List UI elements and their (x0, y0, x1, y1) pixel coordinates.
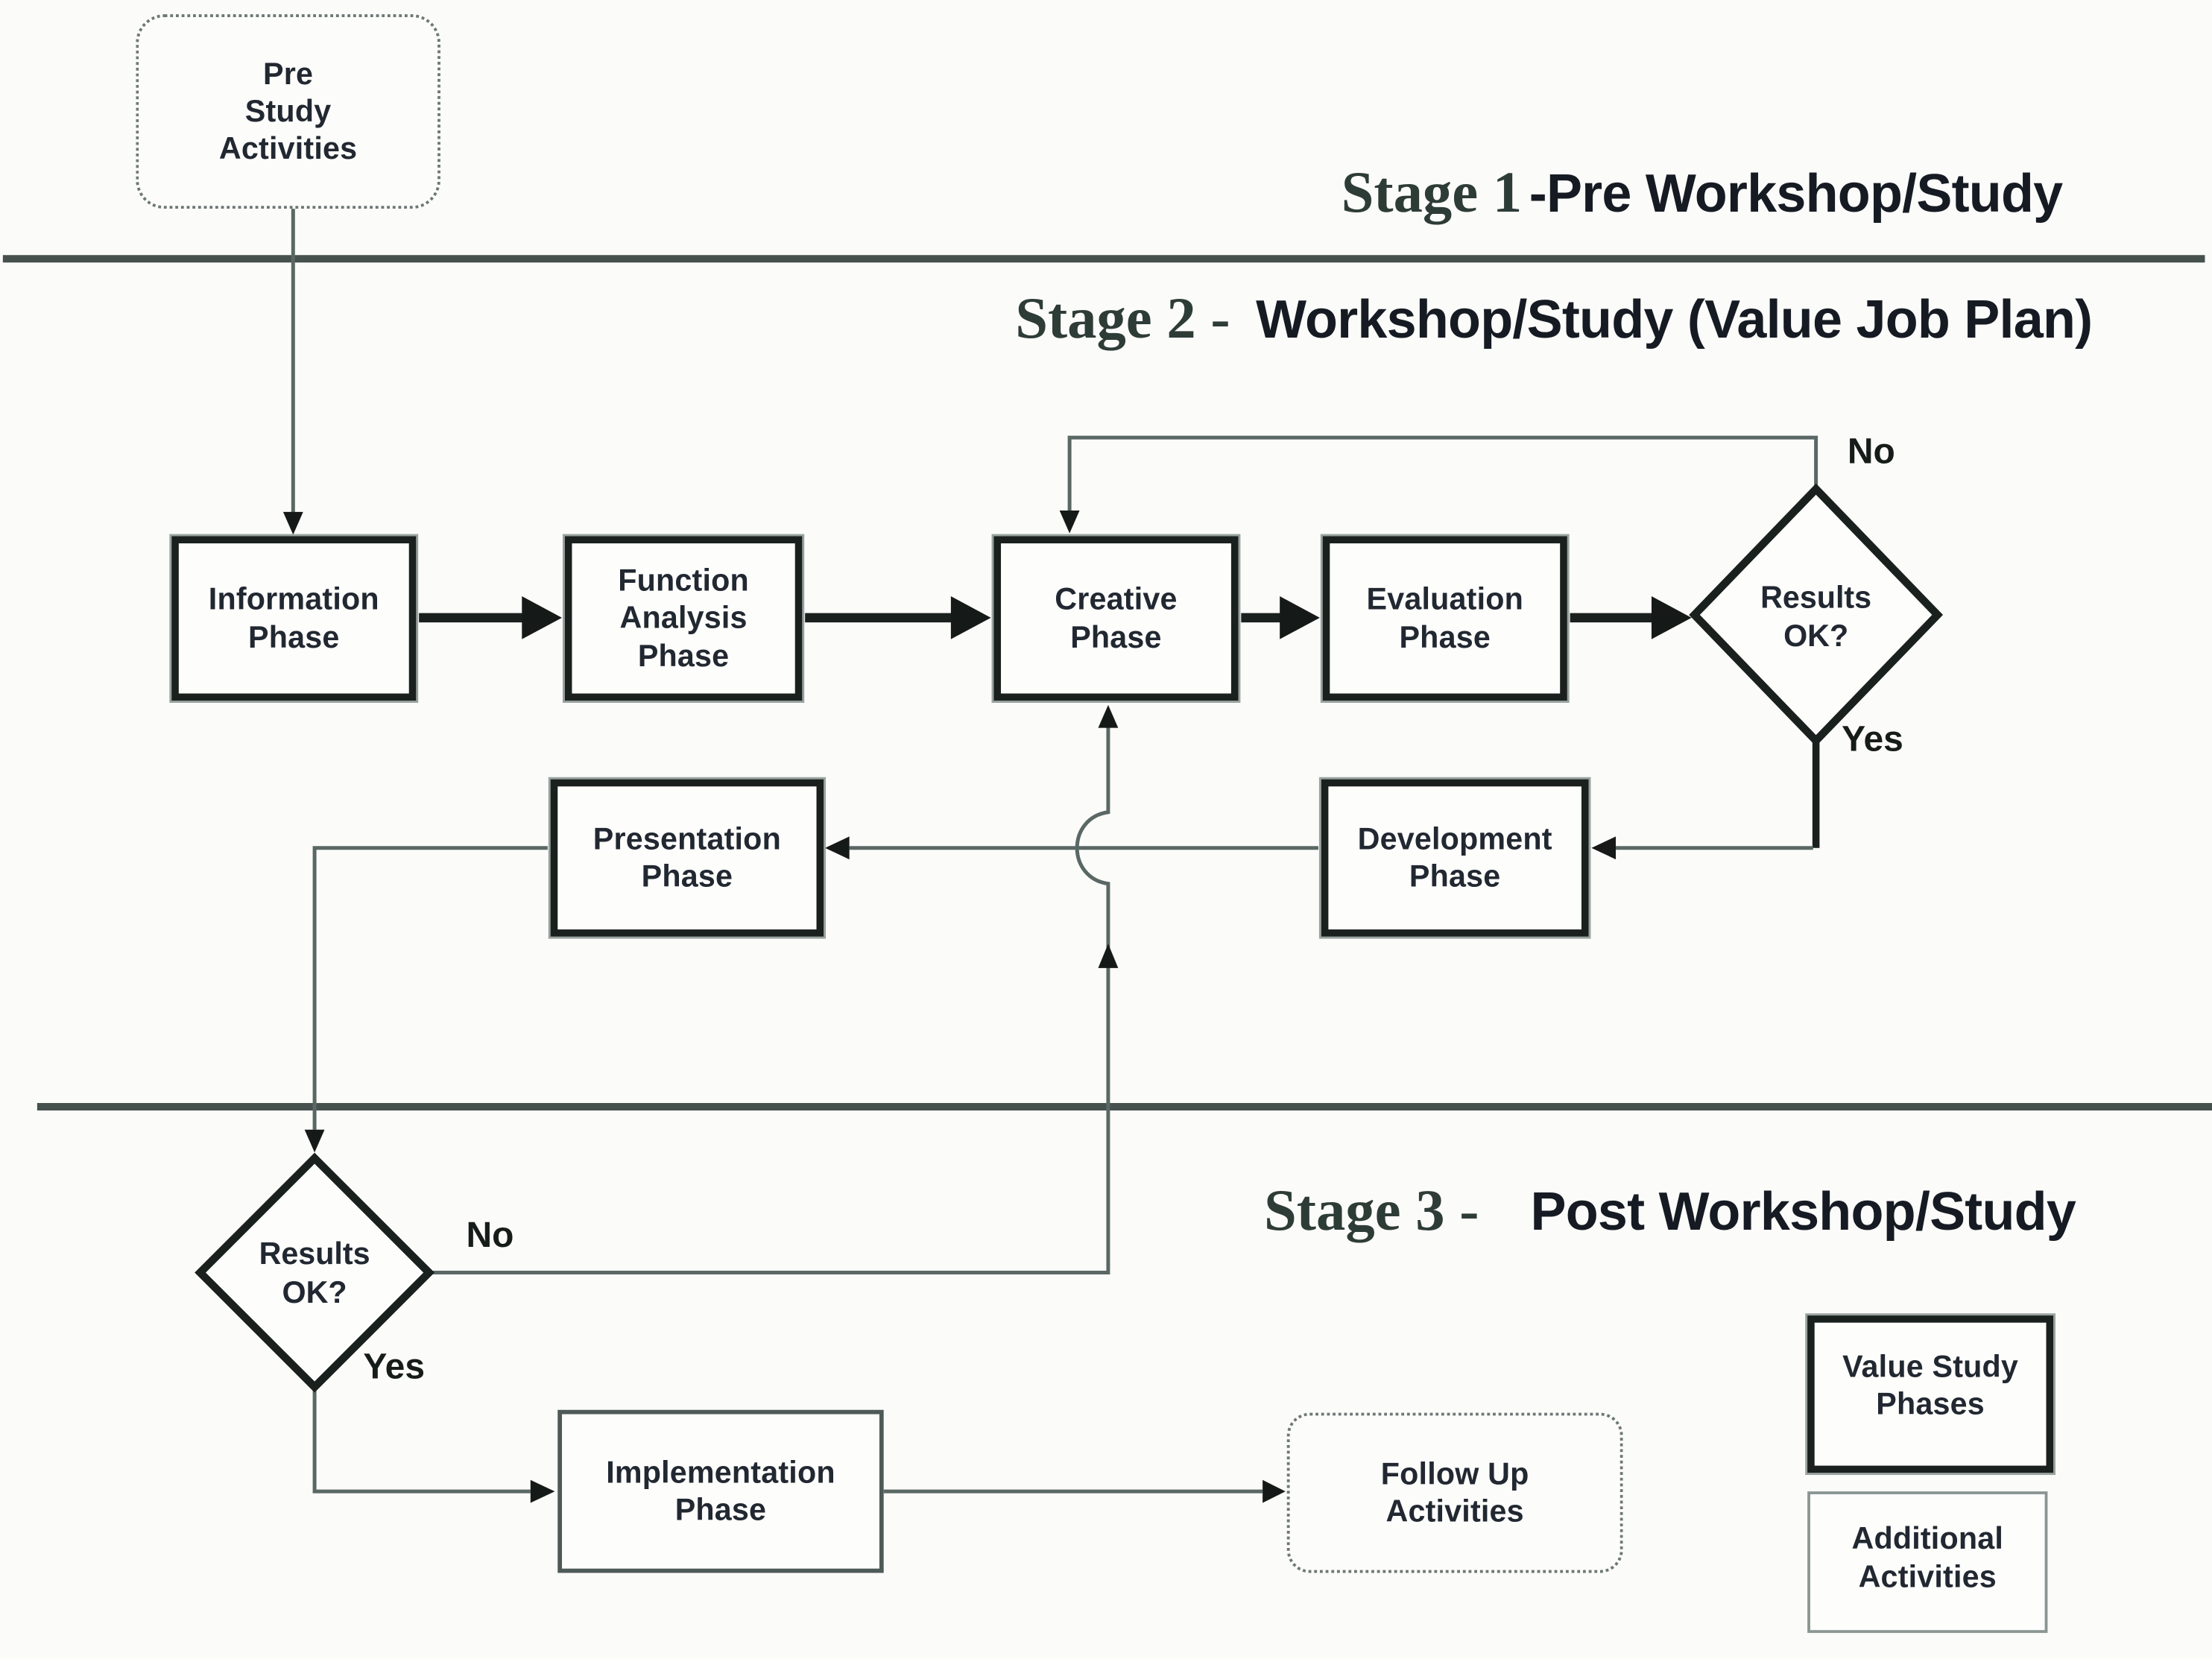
stage3-heading: Stage 3 - Post Workshop/Study (1264, 1175, 2076, 1244)
legend-value-study-phases: Value Study Phases (1807, 1315, 2054, 1473)
node-label-line: Phase (1070, 619, 1162, 654)
node-pre-study-activities: Pre Study Activities (136, 14, 440, 209)
node-label-line: Activities (1385, 1494, 1524, 1529)
node-label-line: Implementation (606, 1455, 835, 1490)
edge-information-to-function (419, 596, 563, 639)
arrowhead-left-icon (1591, 836, 1617, 860)
node-label-line: Phase (1399, 619, 1491, 654)
node-label-line: Analysis (619, 601, 748, 636)
node-label-line: Development (1357, 821, 1552, 856)
stage1-heading: Stage 1 -Pre Workshop/Study (1341, 157, 2064, 226)
edge-presentation-to-results2 (304, 846, 548, 1153)
stage1-heading-title: -Pre Workshop/Study (1529, 162, 2063, 224)
edge-function-to-creative (805, 596, 991, 639)
branch-label-yes-bottom: Yes (363, 1347, 426, 1388)
node-label-line: Evaluation (1366, 582, 1523, 617)
edge-results2-no-up-to-creative (432, 704, 1119, 1275)
edge-line (312, 846, 548, 1130)
stage2-heading: Stage 2 - Workshop/Study (Value Job Plan… (1015, 283, 2093, 352)
edge-prestudy-to-information (282, 209, 303, 535)
arrowhead-right-icon (1651, 596, 1692, 639)
node-evaluation-phase: Evaluation Phase (1322, 536, 1567, 701)
stage2-heading-title: Workshop/Study (Value Job Plan) (1256, 288, 2093, 350)
branch-label-no-top: No (1847, 432, 1895, 473)
edge-line (1067, 435, 1818, 512)
edge-results-no-loop-to-creative (1059, 435, 1818, 534)
decision-label-line: Results (259, 1236, 370, 1271)
node-presentation-phase: Presentation Phase (550, 779, 824, 937)
decision-results-ok-bottom (195, 1152, 435, 1393)
legend-label-line: Value Study (1842, 1349, 2019, 1384)
branch-label-yes-top: Yes (1842, 719, 1903, 759)
stage3-heading-prefix: Stage 3 - (1264, 1177, 1479, 1243)
decision-label-line: OK? (1783, 619, 1849, 654)
edge-results-yes-to-development (1591, 740, 1820, 860)
arrowhead-right-icon (530, 1479, 555, 1503)
arrowhead-right-icon (1263, 1479, 1286, 1503)
node-label-line: Presentation (592, 821, 781, 856)
arrowhead-down-icon (1059, 510, 1080, 534)
decision-label-line: OK? (282, 1275, 347, 1310)
node-label-line: Phase (641, 859, 733, 894)
node-function-analysis-phase: Function Analysis Phase (564, 536, 803, 701)
edge-development-to-presentation (825, 836, 1318, 860)
stage3-heading-title: Post Workshop/Study (1530, 1181, 2076, 1242)
arrowhead-up-mid-icon (1098, 944, 1119, 968)
legend-additional-activities: Additional Activities (1807, 1491, 2048, 1634)
decision-results-ok-top-label: Results OK? (1701, 554, 1930, 680)
stage1-heading-prefix: Stage 1 (1341, 158, 1523, 225)
arrowhead-right-icon (522, 596, 563, 639)
node-follow-up-activities: Follow Up Activities (1286, 1412, 1623, 1573)
node-label-line: Activities (218, 131, 358, 166)
node-creative-phase: Creative Phase (993, 536, 1239, 701)
node-label-line: Follow Up (1380, 1456, 1529, 1491)
node-label-line: Phase (247, 619, 340, 654)
node-label-line: Study (244, 94, 332, 129)
arrowhead-right-icon (1280, 596, 1320, 639)
decision-label-line: Results (1760, 581, 1872, 616)
node-label-line: Creative (1055, 582, 1178, 617)
legend-label-line: Phases (1876, 1387, 1985, 1422)
edge-implementation-to-followup (883, 1479, 1286, 1503)
arrowhead-down-icon (304, 1129, 325, 1153)
node-information-phase: Information Phase (171, 536, 417, 701)
node-label-line: Phase (637, 638, 730, 673)
legend-label-line: Activities (1858, 1559, 1997, 1594)
node-label-line: Information (208, 582, 379, 617)
edge-line (312, 1387, 531, 1494)
node-development-phase: Development Phase (1321, 779, 1589, 937)
node-label-line: Phase (674, 1493, 767, 1528)
decision-results-ok-top (1689, 483, 1944, 747)
branch-label-no-bottom: No (466, 1215, 514, 1256)
arrowhead-up-icon (1098, 704, 1119, 728)
node-label-line: Function (618, 563, 749, 598)
stage2-heading-prefix: Stage 2 - (1015, 284, 1230, 351)
node-label-line: Phase (1409, 859, 1501, 894)
arrowhead-down-icon (282, 511, 303, 535)
edge-creative-to-evaluation (1241, 596, 1320, 639)
node-label-line: Pre (263, 57, 314, 92)
edge-evaluation-to-results (1570, 596, 1692, 639)
arrowhead-left-icon (825, 836, 850, 860)
node-implementation-phase: Implementation Phase (557, 1409, 884, 1573)
arrowhead-right-icon (950, 596, 991, 639)
edge-results2-yes-to-implementation (312, 1387, 555, 1503)
legend-label-line: Additional (1851, 1521, 2004, 1556)
edge-line-with-hop (432, 726, 1110, 1275)
decision-results-ok-bottom-label: Results OK? (200, 1210, 429, 1339)
